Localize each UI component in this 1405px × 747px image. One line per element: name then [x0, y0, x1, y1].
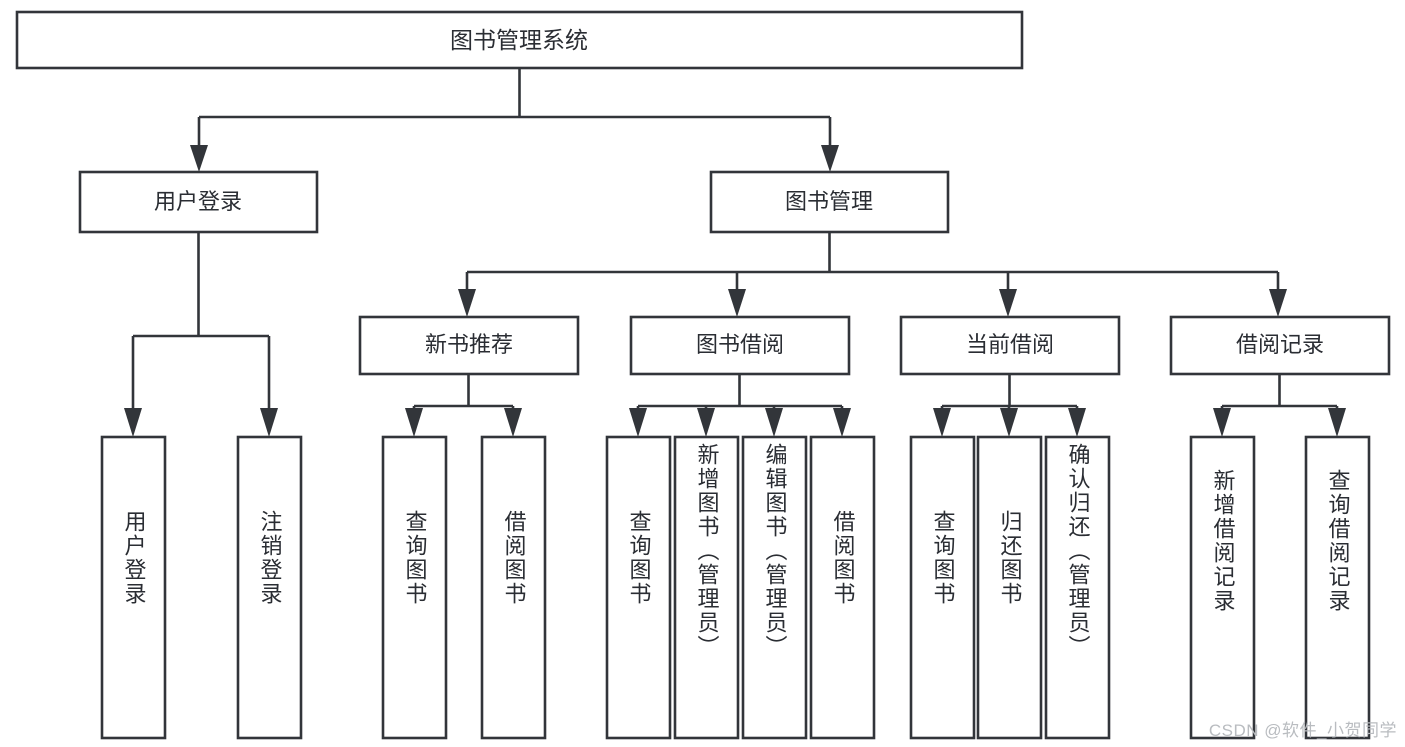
node-book-management-box[interactable] — [709, 170, 950, 234]
leaf-box-user-login[interactable] — [100, 435, 167, 740]
node-book-management-label: 图书管理 — [785, 189, 873, 214]
node-current-borrow-label: 当前借阅 — [966, 332, 1054, 357]
node-user-login[interactable]: 用户登录 — [78, 170, 319, 234]
node-layer: 图书管理系统 用户登录 图书管理 新书推荐 图书借阅 当前借阅 借阅记录 — [15, 10, 1391, 740]
node-current-borrow[interactable]: 当前借阅 — [899, 315, 1121, 376]
node-new-book-recommend-box[interactable] — [358, 315, 580, 376]
arrow-head-borrow-record — [1269, 289, 1287, 317]
arrow-head-record-add — [1213, 408, 1231, 437]
leaf-box-current-return-book[interactable] — [976, 435, 1043, 740]
arrow-head-current-return — [1000, 408, 1018, 437]
arrow-head-current-query — [933, 408, 951, 437]
node-borrow-record-box[interactable] — [1169, 315, 1391, 376]
node-borrow-record[interactable]: 借阅记录 — [1169, 315, 1391, 376]
leaf-box-newbook-query-book[interactable] — [381, 435, 448, 740]
leaf-box-borrow-edit-book[interactable] — [741, 435, 808, 740]
leaf-box-record-query[interactable] — [1304, 435, 1371, 740]
node-book-borrow-box[interactable] — [629, 315, 851, 376]
leaf-box-current-confirm-return[interactable] — [1044, 435, 1111, 740]
node-new-book-recommend-label: 新书推荐 — [425, 332, 513, 357]
node-root[interactable]: 图书管理系统 — [15, 10, 1024, 70]
node-root-box[interactable] — [15, 10, 1024, 70]
leaf-box-record-add[interactable] — [1189, 435, 1256, 740]
node-root-label: 图书管理系统 — [450, 27, 588, 53]
arrow-head-newbook-borrow — [504, 408, 522, 437]
leaf-box-newbook-borrow-book[interactable] — [480, 435, 547, 740]
leaf-box-current-query-book[interactable] — [909, 435, 976, 740]
arrow-head-leaf-user-login — [124, 408, 142, 437]
node-book-borrow[interactable]: 图书借阅 — [629, 315, 851, 376]
arrow-head-user-login — [190, 145, 208, 172]
arrow-head-current-confirm — [1068, 408, 1086, 437]
arrow-head-record-query — [1328, 408, 1346, 437]
arrow-head-book-borrow — [728, 289, 746, 317]
leaf-box-borrow-query-book[interactable] — [605, 435, 672, 740]
arrow-head-leaf-logout — [260, 408, 278, 437]
node-user-login-box[interactable] — [78, 170, 319, 234]
watermark-text: CSDN @软件_小贺同学 — [1208, 721, 1397, 740]
arrow-head-borrow-lend — [833, 408, 851, 437]
node-book-management[interactable]: 图书管理 — [709, 170, 950, 234]
node-new-book-recommend[interactable]: 新书推荐 — [358, 315, 580, 376]
node-user-login-label: 用户登录 — [154, 189, 242, 214]
connector-layer — [124, 68, 1346, 437]
arrow-head-new-book — [458, 289, 476, 317]
leaf-box-logout[interactable] — [236, 435, 303, 740]
leaf-box-borrow-add-book[interactable] — [673, 435, 740, 740]
arrow-head-newbook-query — [405, 408, 423, 437]
arrow-head-book-mgmt — [821, 145, 839, 172]
arrow-head-borrow-add — [697, 408, 715, 437]
arrow-head-current-borrow — [999, 289, 1017, 317]
node-book-borrow-label: 图书借阅 — [696, 332, 784, 357]
arrow-head-borrow-query — [629, 408, 647, 437]
node-current-borrow-box[interactable] — [899, 315, 1121, 376]
arrow-head-borrow-edit — [765, 408, 783, 437]
leaf-box-borrow-lend-book[interactable] — [809, 435, 876, 740]
node-borrow-record-label: 借阅记录 — [1236, 332, 1324, 357]
